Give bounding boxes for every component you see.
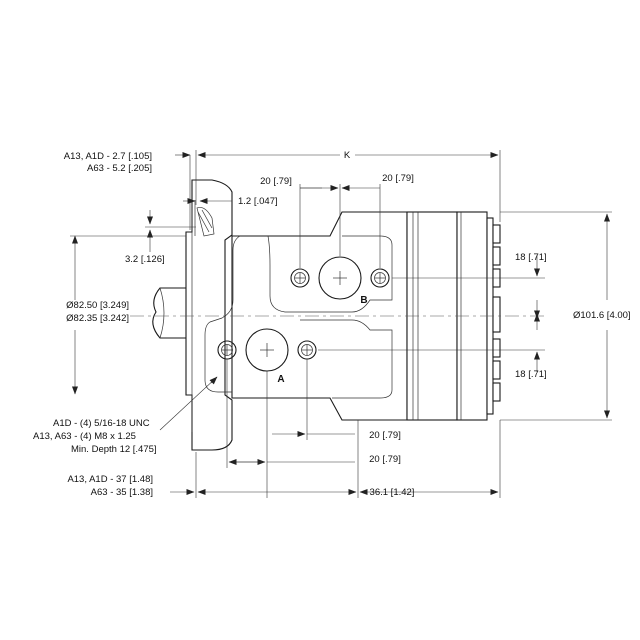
label-hole-spacing-lower: 20 [.79] [369,454,401,465]
label-length-a63: A63 - 35 [1.38] [91,487,153,498]
label-thread-depth: Min. Depth 12 [.475] [71,444,157,455]
port-b-mounting-holes [290,268,390,288]
port-b [318,256,362,300]
label-pilot-depth: 3.2 [.126] [125,254,165,265]
label-pilot-dia-min: Ø82.35 [3.242] [66,313,129,324]
label-body-dia: Ø101.6 [4.00] [573,310,631,321]
label-port-offset-bottom: 18 [.71] [515,369,547,380]
dimension-labels: K A13, A1D - 2.7 [.105] A63 - 5.2 [.205]… [33,150,631,498]
label-hole-spacing-upper: 20 [.79] [369,430,401,441]
label-thickness-a13-a1d: A13, A1D - 2.7 [.105] [64,151,152,162]
output-shaft [152,287,195,339]
mounting-flange [185,179,233,451]
dimension-lines [70,150,612,498]
label-length-end: 36.1 [1.42] [370,487,415,498]
label-port-b: B [360,295,367,306]
label-pilot-dia-max: Ø82.50 [3.249] [66,300,129,311]
label-thickness-a63: A63 - 5.2 [.205] [87,163,152,174]
label-port-spacing-left: 20 [.79] [260,176,292,187]
label-thread-a13-a63: A13, A63 - (4) M8 x 1.25 [33,431,136,442]
label-thread-a1d: A1D - (4) 5/16-18 UNC [53,418,150,429]
end-cap-bolts [492,224,501,402]
label-port-spacing-right: 20 [.79] [382,173,414,184]
label-length-a13-a1d: A13, A1D - 37 [1.48] [67,474,153,485]
label-port-a: A [277,374,284,385]
valve-housing [204,211,408,421]
label-port-offset-top: 18 [.71] [515,252,547,263]
label-pilot-step: 1.2 [.047] [238,196,278,207]
label-k: K [344,150,351,161]
